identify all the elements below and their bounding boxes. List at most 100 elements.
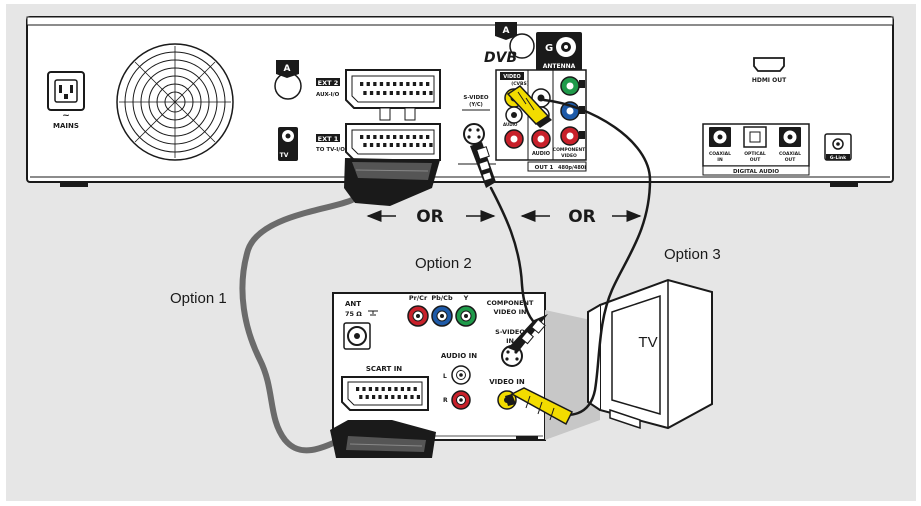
scart-pin: [383, 91, 387, 95]
tv-component-inputs: Pr/Cr Pb/Cb Y COMPONENT VIDEO IN: [407, 294, 534, 327]
scart-pin: [399, 82, 403, 86]
digital-audio-label: DIGITAL AUDIO: [733, 169, 779, 175]
scart-pin: [389, 143, 393, 147]
composite-video-cable: [542, 98, 652, 417]
tv-video-in-label: VIDEO IN: [489, 378, 525, 386]
ext2-label: EXT 2: [318, 79, 339, 87]
component-label: COMPONENT: [553, 147, 586, 153]
scart-pin: [393, 82, 397, 86]
tv-audio-r-label: R: [443, 397, 448, 404]
g-link-socket: G-Link: [824, 133, 852, 161]
scart-pin: [378, 395, 382, 399]
scart-pin: [379, 82, 384, 86]
scart-pin: [373, 82, 377, 86]
scart-pin: [409, 143, 413, 147]
scart-pin: [376, 143, 380, 147]
antenna-label: ANTENNA: [543, 63, 576, 70]
scart-pin: [419, 82, 423, 86]
scart-pin: [391, 395, 395, 399]
scart-pin: [360, 82, 364, 86]
mains-socket: ~ MAINS: [47, 71, 85, 130]
coaxial-in-sub: IN: [717, 157, 723, 163]
tv-scart-label: SCART IN: [366, 365, 402, 373]
svg-text:~: ~: [62, 111, 70, 121]
coaxial-out-sub: OUT: [785, 157, 796, 163]
scart-plug-tv: [330, 420, 436, 458]
device-foot: [60, 182, 88, 187]
component-sub-label: VIDEO: [561, 153, 577, 159]
svg-text:G: G: [545, 43, 553, 54]
scart-pin: [362, 387, 366, 391]
scart-pin: [386, 135, 390, 139]
scart-pin: [369, 143, 374, 147]
scart-pin: [416, 395, 420, 399]
scart-pin: [406, 82, 410, 86]
out1-resolution: 480p/480i: [558, 165, 586, 171]
tv-svideo-input: S-VIDEO IN: [495, 328, 525, 367]
scart-pin: [368, 387, 372, 391]
scart-pin: [399, 135, 403, 139]
video-cvbs-sub-label: (CVBS): [511, 81, 529, 87]
scart-pin: [363, 143, 367, 147]
scart-pin: [426, 82, 430, 86]
scart-pin: [426, 135, 430, 139]
scart-pin: [366, 82, 370, 86]
scart-pin: [366, 135, 370, 139]
scart-pin: [429, 91, 433, 95]
tv-rf-label: TV: [280, 152, 289, 159]
tv-svideo-label: S-VIDEO: [495, 328, 525, 336]
rca-plug-device: [506, 85, 552, 128]
svideo-plug-tv: [508, 314, 548, 352]
option3-label: Option 3: [664, 246, 721, 263]
antenna-socket: G ANTENNA: [536, 32, 582, 72]
option2-label: Option 2: [415, 255, 472, 272]
scart-pin: [412, 135, 417, 139]
scart-pin: [389, 91, 393, 95]
audio-group-label: AUDIO: [532, 151, 550, 157]
fan-grille: [116, 43, 234, 161]
audio-small-label: AUDIO: [503, 122, 518, 127]
mains-label: MAINS: [53, 122, 79, 130]
digital-audio-block: COAXIAL IN OPTICAL OUT COAXIAL OUT DIGIT…: [702, 123, 810, 176]
scart-pin: [384, 395, 388, 399]
hdmi-out-label: HDMI OUT: [752, 77, 787, 84]
scart-pin: [396, 91, 400, 95]
scart-ext2-socket: [345, 69, 441, 109]
scart-pin: [394, 387, 398, 391]
scart-pin: [375, 387, 379, 391]
hdmi-output: HDMI OUT: [752, 57, 787, 84]
tv-antenna-input: ANT 75 Ω: [343, 300, 378, 350]
scart-pin: [422, 143, 426, 147]
scart-pin: [429, 143, 433, 147]
scart-pin: [376, 91, 380, 95]
tv-audio-inputs: AUDIO IN L R: [441, 352, 477, 410]
scart-pin: [413, 387, 417, 391]
scart-pin: [386, 82, 390, 86]
out1-label: OUT 1: [535, 165, 554, 171]
optical-out-label: OPTICAL: [744, 151, 766, 157]
ext1-sub-label: TO TV-I/O: [316, 147, 345, 153]
scart-pin: [372, 395, 376, 399]
tv-pr-label: Pr/Cr: [409, 294, 428, 302]
scart-cable: [239, 197, 355, 454]
or-label-left: OR: [416, 207, 444, 227]
tv-svideo-sub-label: IN: [506, 337, 514, 345]
scart-pin: [422, 91, 426, 95]
coaxial-in-label: COAXIAL: [709, 151, 731, 157]
tv-component-sub-label: VIDEO IN: [494, 308, 527, 316]
scart-pin: [396, 143, 400, 147]
scart-pin: [359, 395, 363, 399]
scart-pin: [356, 387, 360, 391]
optical-out-sub: OUT: [750, 157, 761, 163]
dvb-logo: A DVB: [484, 22, 535, 66]
coaxial-out-label: COAXIAL: [779, 151, 801, 157]
tv-label: TV: [638, 334, 657, 351]
scart-pin: [402, 91, 407, 95]
tv-rf-socket: TV: [278, 127, 298, 161]
ext1-label: EXT 1: [318, 135, 339, 143]
dvb-label: DVB: [484, 50, 517, 66]
scart-pin: [397, 395, 401, 399]
scart-pin: [407, 387, 411, 391]
